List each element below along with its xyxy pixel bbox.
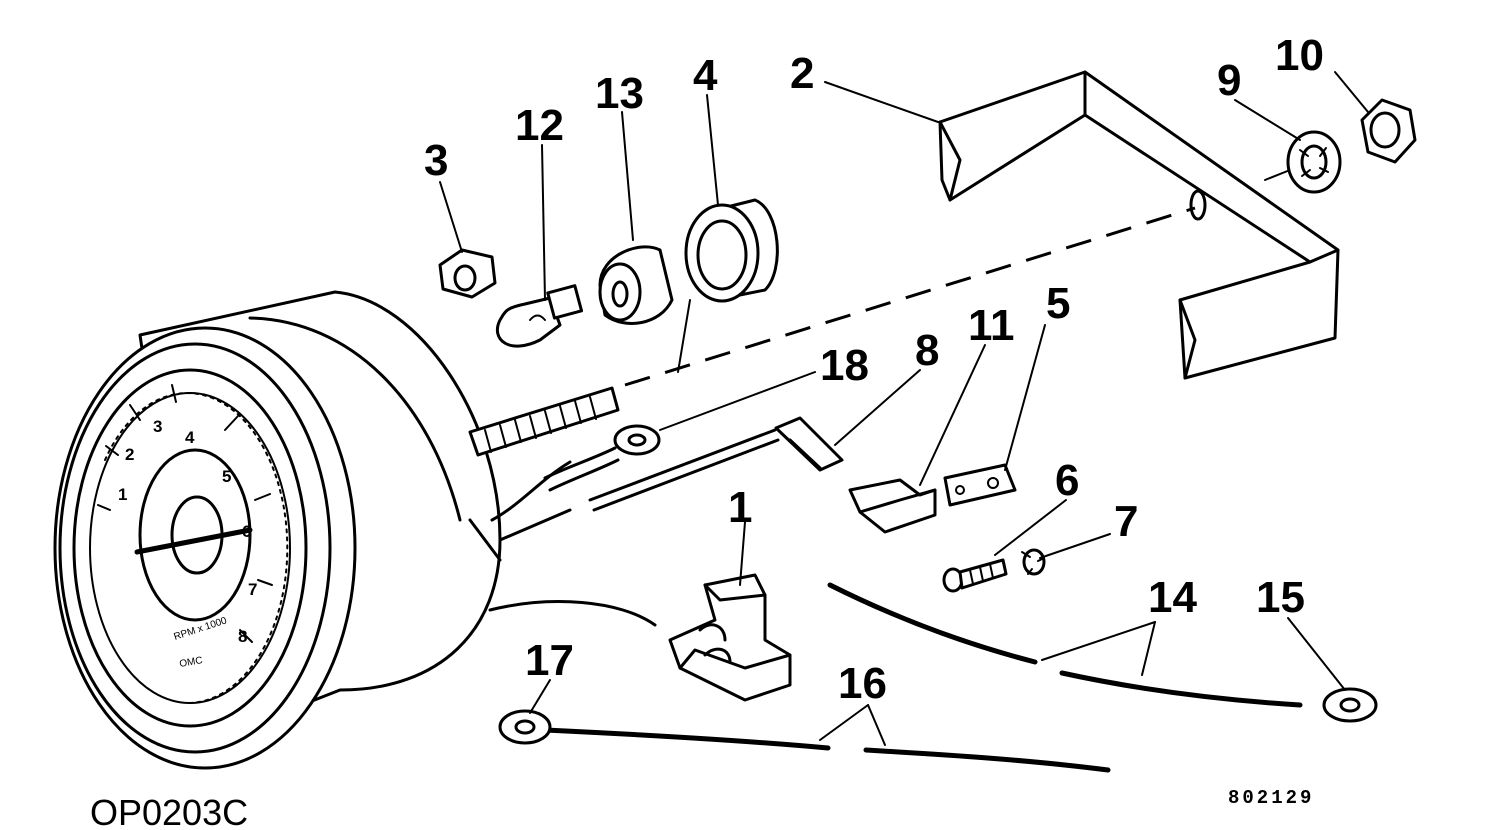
part-16-wire bbox=[542, 727, 1111, 773]
reference-number: 802129 bbox=[1228, 787, 1314, 809]
callout-6: 6 bbox=[1055, 456, 1079, 505]
part-15-ring-terminal bbox=[1322, 687, 1378, 723]
dial-tick-marks bbox=[97, 384, 289, 704]
svg-text:8: 8 bbox=[238, 627, 247, 646]
threaded-stud bbox=[468, 386, 620, 457]
callout-3: 3 bbox=[424, 136, 448, 185]
leader-lines bbox=[439, 71, 1369, 746]
callout-9: 9 bbox=[1217, 56, 1241, 105]
callout-12: 12 bbox=[515, 101, 564, 150]
part-1-clamp bbox=[668, 573, 792, 702]
part-11-terminal bbox=[848, 478, 937, 534]
svg-text:7: 7 bbox=[248, 580, 257, 599]
part-12-bulb bbox=[496, 284, 584, 348]
part-3-nut bbox=[438, 248, 497, 299]
part-18-ring-terminal bbox=[543, 424, 661, 492]
figure-id: OP0203C bbox=[90, 792, 248, 830]
mounting-axis-dashed-line bbox=[624, 206, 1196, 387]
callout-1: 1 bbox=[728, 483, 752, 532]
part-6-screw bbox=[942, 558, 1008, 593]
svg-text:5: 5 bbox=[222, 467, 231, 486]
callout-17: 17 bbox=[525, 636, 574, 685]
callout-16: 16 bbox=[838, 659, 887, 708]
gauge-needle bbox=[134, 527, 253, 555]
callout-8: 8 bbox=[915, 326, 939, 375]
part-10-hex-nut bbox=[1360, 98, 1417, 164]
dial-brand: OMC bbox=[179, 655, 204, 670]
gauge-wires bbox=[488, 460, 657, 627]
callout-10: 10 bbox=[1275, 31, 1324, 80]
part-9-star-washer bbox=[1264, 130, 1342, 194]
part-7-lock-washer bbox=[1021, 548, 1046, 576]
callout-5: 5 bbox=[1046, 279, 1070, 328]
svg-text:1: 1 bbox=[118, 485, 127, 504]
callout-13: 13 bbox=[595, 69, 644, 118]
callout-14: 14 bbox=[1148, 573, 1197, 622]
leader-line-4-to-stud bbox=[677, 299, 691, 373]
part-8-connector bbox=[588, 416, 844, 512]
svg-text:3: 3 bbox=[153, 417, 162, 436]
callout-4: 4 bbox=[693, 51, 718, 100]
part-4-grommet bbox=[684, 198, 779, 303]
part-14-wire bbox=[827, 582, 1303, 708]
callout-7: 7 bbox=[1114, 497, 1138, 546]
part-5-lug bbox=[943, 463, 1017, 507]
svg-text:2: 2 bbox=[125, 445, 134, 464]
callout-2: 2 bbox=[790, 49, 814, 98]
part-17-ring-terminal bbox=[498, 709, 552, 745]
svg-text:6: 6 bbox=[242, 522, 251, 541]
callout-15: 15 bbox=[1256, 573, 1305, 622]
svg-text:4: 4 bbox=[185, 428, 195, 447]
callout-numbers: 1 2 3 4 5 6 7 8 9 10 11 12 13 14 15 16 1… bbox=[424, 31, 1324, 708]
callout-11: 11 bbox=[968, 301, 1015, 350]
part-13-socket bbox=[598, 245, 674, 325]
part-2-bracket bbox=[938, 70, 1340, 380]
tachometer-gauge: 1 2 3 4 5 6 7 8 RPM x 1000 OMC bbox=[53, 290, 502, 770]
dial-numbers: 1 2 3 4 5 6 7 8 bbox=[118, 417, 257, 646]
callout-18: 18 bbox=[820, 341, 869, 390]
